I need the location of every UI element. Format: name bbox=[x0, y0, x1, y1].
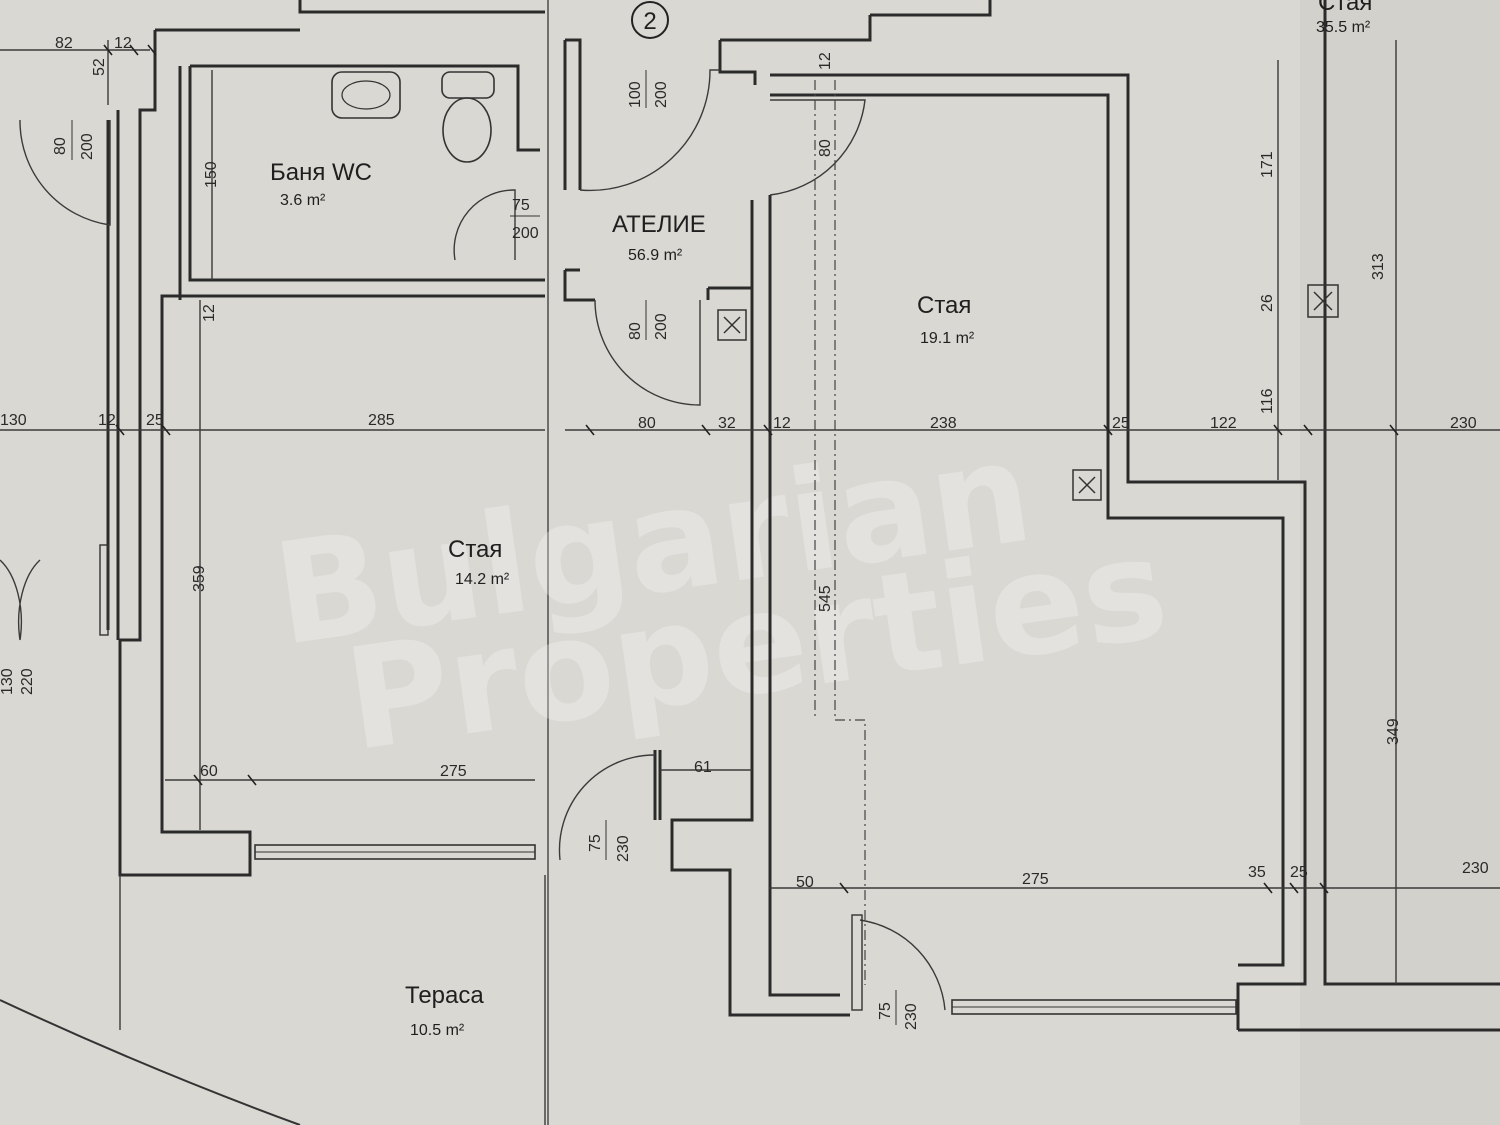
door-swing-entry bbox=[579, 69, 720, 192]
unit-marker-number: 2 bbox=[643, 8, 656, 35]
bathroom-walls bbox=[178, 64, 545, 300]
terrace-arc bbox=[0, 999, 301, 1125]
room-area-terrace: 10.5 m² bbox=[410, 1022, 465, 1039]
room-area-atelier: 56.9 m² bbox=[628, 247, 683, 264]
dim-60: 60 bbox=[200, 763, 218, 780]
atelier-partition bbox=[706, 286, 752, 300]
door-bath-width: 75 bbox=[512, 197, 530, 214]
top-stub-walls bbox=[298, 0, 992, 17]
dim-150: 150 bbox=[203, 161, 220, 188]
dim-545: 545 bbox=[817, 585, 834, 612]
toilet-bowl-icon bbox=[442, 97, 492, 163]
dim-row-32: 32 bbox=[718, 415, 736, 432]
sink-basin-icon bbox=[341, 80, 391, 110]
dim-275-right: 275 bbox=[1022, 871, 1049, 888]
door-entry-height: 200 bbox=[653, 81, 670, 108]
sink-icon bbox=[331, 71, 401, 119]
room-area-right: 19.1 m² bbox=[920, 330, 975, 347]
paper-shadow bbox=[1300, 0, 1500, 1125]
dim-35: 35 bbox=[1248, 864, 1266, 881]
atelier-corridor-walls bbox=[670, 195, 850, 1017]
door-left-edge-width: 130 bbox=[0, 668, 16, 695]
door-entry-width: 100 bbox=[627, 81, 644, 108]
room-area-far: 35.5 m² bbox=[1316, 19, 1371, 36]
right-inner-wall bbox=[770, 93, 1285, 967]
door-swing-lower-mid bbox=[558, 754, 656, 861]
dim-25-bottom: 25 bbox=[1290, 864, 1308, 881]
dim-row-12b: 12 bbox=[773, 415, 791, 432]
room-name-terrace: Тераса bbox=[405, 982, 484, 1009]
dimension-texts: 82 12 52 80 200 75 200 100 200 80 200 13… bbox=[0, 35, 1489, 1030]
room-labels: Баня WC 3.6 m² АТЕЛИЕ 56.9 m² Стая 14.2 … bbox=[270, 0, 1372, 1039]
dim-116: 116 bbox=[1259, 388, 1276, 414]
doors bbox=[0, 69, 946, 1011]
unit-marker-circle bbox=[631, 1, 669, 39]
door-left-edge-height: 220 bbox=[19, 668, 36, 695]
dim-275-left: 275 bbox=[440, 763, 467, 780]
room-name-atelier: АТЕЛИЕ bbox=[612, 211, 706, 238]
room-name-far: Стая bbox=[1318, 0, 1372, 16]
door-bath-height: 200 bbox=[512, 225, 539, 242]
ventilation-shaft-icon bbox=[1307, 284, 1339, 318]
dim-61: 61 bbox=[694, 759, 712, 776]
dim-50: 50 bbox=[796, 874, 814, 891]
room-name-bathroom: Баня WC bbox=[270, 159, 372, 186]
atelier-entry-walls bbox=[563, 38, 595, 302]
dim-row-25b: 25 bbox=[1112, 415, 1130, 432]
terrace-boundary bbox=[119, 875, 546, 1125]
dim-12-top: 12 bbox=[114, 35, 132, 52]
door-swing-lower-right bbox=[859, 919, 946, 1011]
room-area-bathroom: 3.6 m² bbox=[280, 192, 326, 209]
door-swing-atelier bbox=[594, 299, 701, 406]
door-leaf-lower-right bbox=[851, 914, 863, 1011]
fixtures bbox=[331, 71, 1339, 501]
door-leaf-left-edge bbox=[99, 544, 109, 636]
dim-349: 349 bbox=[1385, 718, 1402, 745]
dim-12-vertical-top: 12 bbox=[817, 52, 834, 70]
dim-row-238: 238 bbox=[930, 415, 957, 432]
ventilation-shaft-icon bbox=[1072, 469, 1102, 501]
door-top-left-width: 80 bbox=[52, 137, 69, 155]
dim-12-left: 12 bbox=[201, 304, 218, 322]
dim-row-25a: 25 bbox=[146, 412, 164, 429]
far-right-wall bbox=[1238, 0, 1500, 1032]
axis-dash-line bbox=[814, 80, 866, 985]
dim-row-80: 80 bbox=[638, 415, 656, 432]
door-swing-top-left bbox=[19, 119, 111, 226]
left-room-dim-frame bbox=[165, 300, 535, 830]
dim-row-12a: 12 bbox=[98, 412, 116, 429]
door-lower-right-height: 230 bbox=[903, 1003, 920, 1030]
door-swing-left-edge bbox=[0, 559, 41, 641]
dim-80-vertical: 80 bbox=[817, 139, 834, 157]
right-outer-wall bbox=[718, 15, 1307, 1030]
door-atelier-width: 80 bbox=[627, 322, 644, 340]
dim-52: 52 bbox=[91, 58, 108, 76]
dimension-ticks bbox=[103, 44, 1399, 894]
room-name-left: Стая bbox=[448, 536, 502, 563]
door-atelier-height: 200 bbox=[653, 313, 670, 340]
door-lower-right-width: 75 bbox=[877, 1002, 894, 1020]
lower-door-jamb bbox=[653, 750, 662, 820]
room-area-left: 14.2 m² bbox=[455, 571, 510, 588]
dim-359: 359 bbox=[191, 565, 208, 592]
dim-row-122: 122 bbox=[1210, 415, 1237, 432]
door-top-left-height: 200 bbox=[79, 133, 96, 160]
dim-313: 313 bbox=[1370, 253, 1387, 280]
dim-26: 26 bbox=[1259, 294, 1276, 312]
dim-row-230: 230 bbox=[1450, 415, 1477, 432]
door-lower-mid-width: 75 bbox=[587, 834, 604, 852]
dim-row-130: 130 bbox=[0, 412, 27, 429]
dim-171: 171 bbox=[1259, 151, 1276, 178]
dim-row-285: 285 bbox=[368, 412, 395, 429]
ventilation-shaft-icon bbox=[717, 309, 747, 341]
door-lower-mid-height: 230 bbox=[615, 835, 632, 862]
dimension-lines bbox=[0, 40, 1500, 985]
dim-82: 82 bbox=[55, 35, 73, 52]
dim-230-bottom: 230 bbox=[1462, 860, 1489, 877]
door-swing-right-room bbox=[769, 99, 866, 196]
room-name-right: Стая bbox=[917, 292, 971, 319]
door-swing-bathroom bbox=[453, 189, 516, 261]
